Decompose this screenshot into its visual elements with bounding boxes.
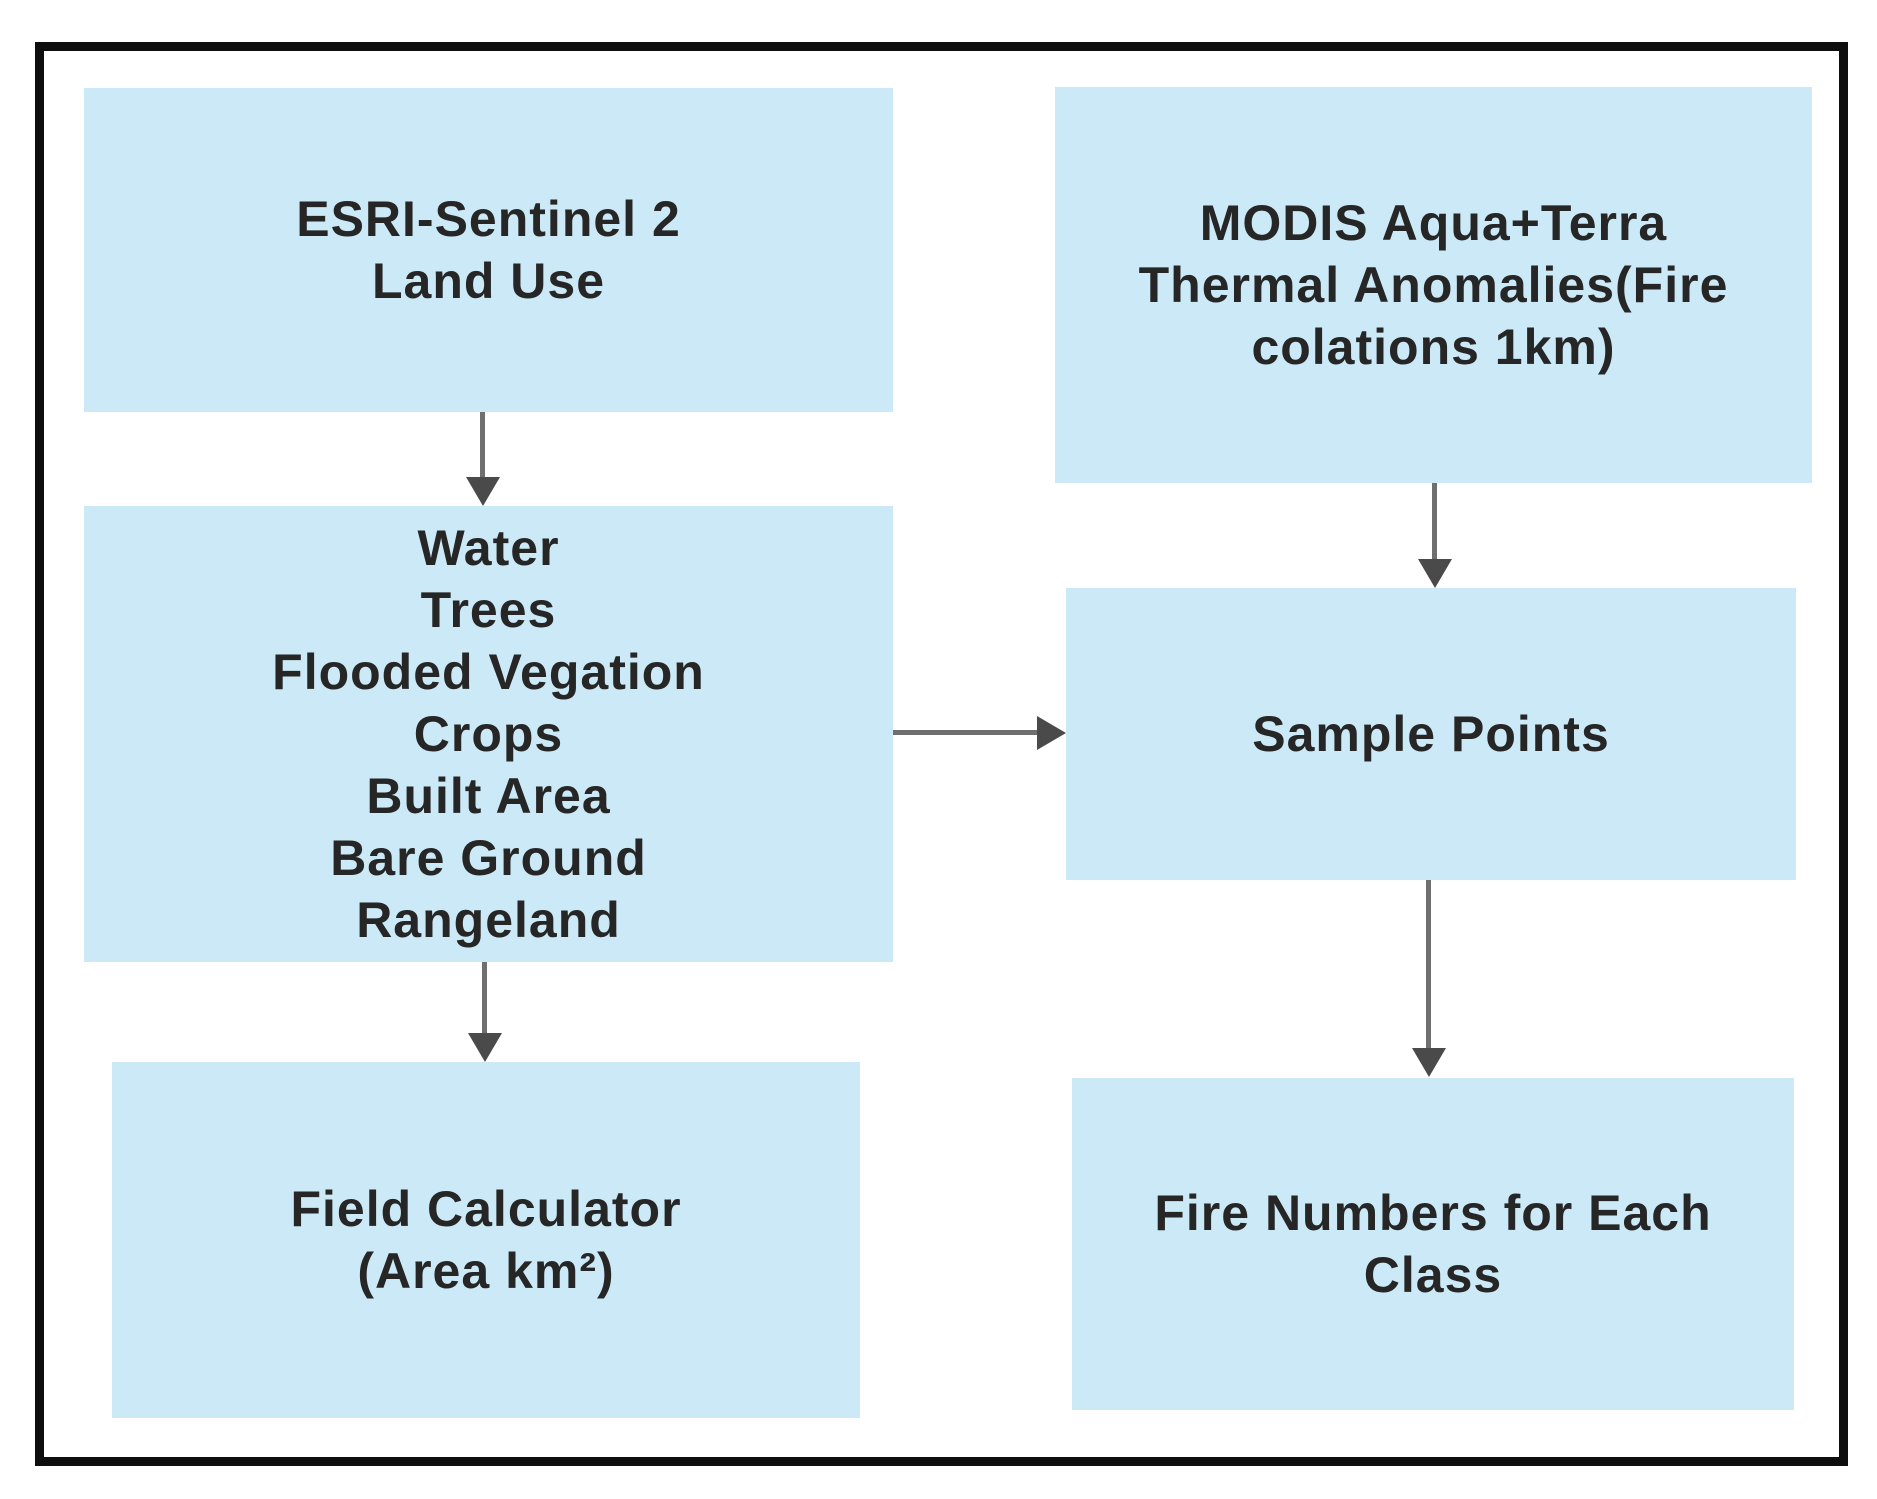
- node-text-line: Class: [1363, 1247, 1503, 1303]
- arrow-shaft: [1432, 483, 1437, 559]
- node-sample-points: Sample Points: [1066, 588, 1796, 880]
- node-text-line: Trees: [420, 582, 557, 638]
- arrow-down-icon: [465, 477, 500, 506]
- arrow-shaft: [1426, 880, 1431, 1048]
- node-text-line: Land Use: [371, 253, 606, 309]
- arrow-down-icon: [467, 1033, 502, 1062]
- node-text-line: Rangeland: [356, 892, 621, 948]
- arrow-sample-points-to-fire-numbers: [1411, 880, 1446, 1077]
- node-text-line: Flooded Vegation: [272, 644, 705, 700]
- node-fire-numbers-for-each-class: Fire Numbers for Each Class: [1072, 1078, 1794, 1410]
- node-text-line: Water: [417, 520, 560, 576]
- node-field-calculator: Field Calculator (Area km²): [112, 1062, 860, 1418]
- arrow-esri-to-classes: [465, 412, 500, 506]
- node-text-line: Crops: [413, 706, 564, 762]
- arrow-shaft: [893, 730, 1037, 735]
- node-text-line: Field Calculator: [290, 1181, 682, 1237]
- node-esri-sentinel-land-use: ESRI-Sentinel 2 Land Use: [84, 88, 893, 412]
- node-text-line: Bare Ground: [330, 830, 647, 886]
- arrow-right-icon: [1037, 715, 1066, 750]
- arrow-shaft: [482, 962, 487, 1033]
- arrow-classes-to-sample-points: [893, 715, 1066, 750]
- arrow-down-icon: [1411, 1048, 1446, 1077]
- node-modis-thermal-anomalies: MODIS Aqua+Terra Thermal Anomalies(Fire …: [1055, 87, 1812, 483]
- node-text-line: (Area km²): [357, 1243, 615, 1299]
- node-text-line: colations 1km): [1251, 319, 1616, 375]
- arrow-classes-to-field-calculator: [467, 962, 502, 1062]
- node-text-line: Thermal Anomalies(Fire: [1138, 257, 1729, 313]
- node-text-line: MODIS Aqua+Terra: [1199, 195, 1668, 251]
- node-land-use-classes: Water Trees Flooded Vegation Crops Built…: [84, 506, 893, 962]
- node-text-line: Sample Points: [1252, 706, 1610, 762]
- arrow-modis-to-sample-points: [1417, 483, 1452, 588]
- node-text-line: ESRI-Sentinel 2: [296, 191, 681, 247]
- node-text-line: Built Area: [366, 768, 611, 824]
- node-text-line: Fire Numbers for Each: [1154, 1185, 1712, 1241]
- arrow-down-icon: [1417, 559, 1452, 588]
- figure-border: [35, 42, 1848, 1466]
- arrow-shaft: [480, 412, 485, 477]
